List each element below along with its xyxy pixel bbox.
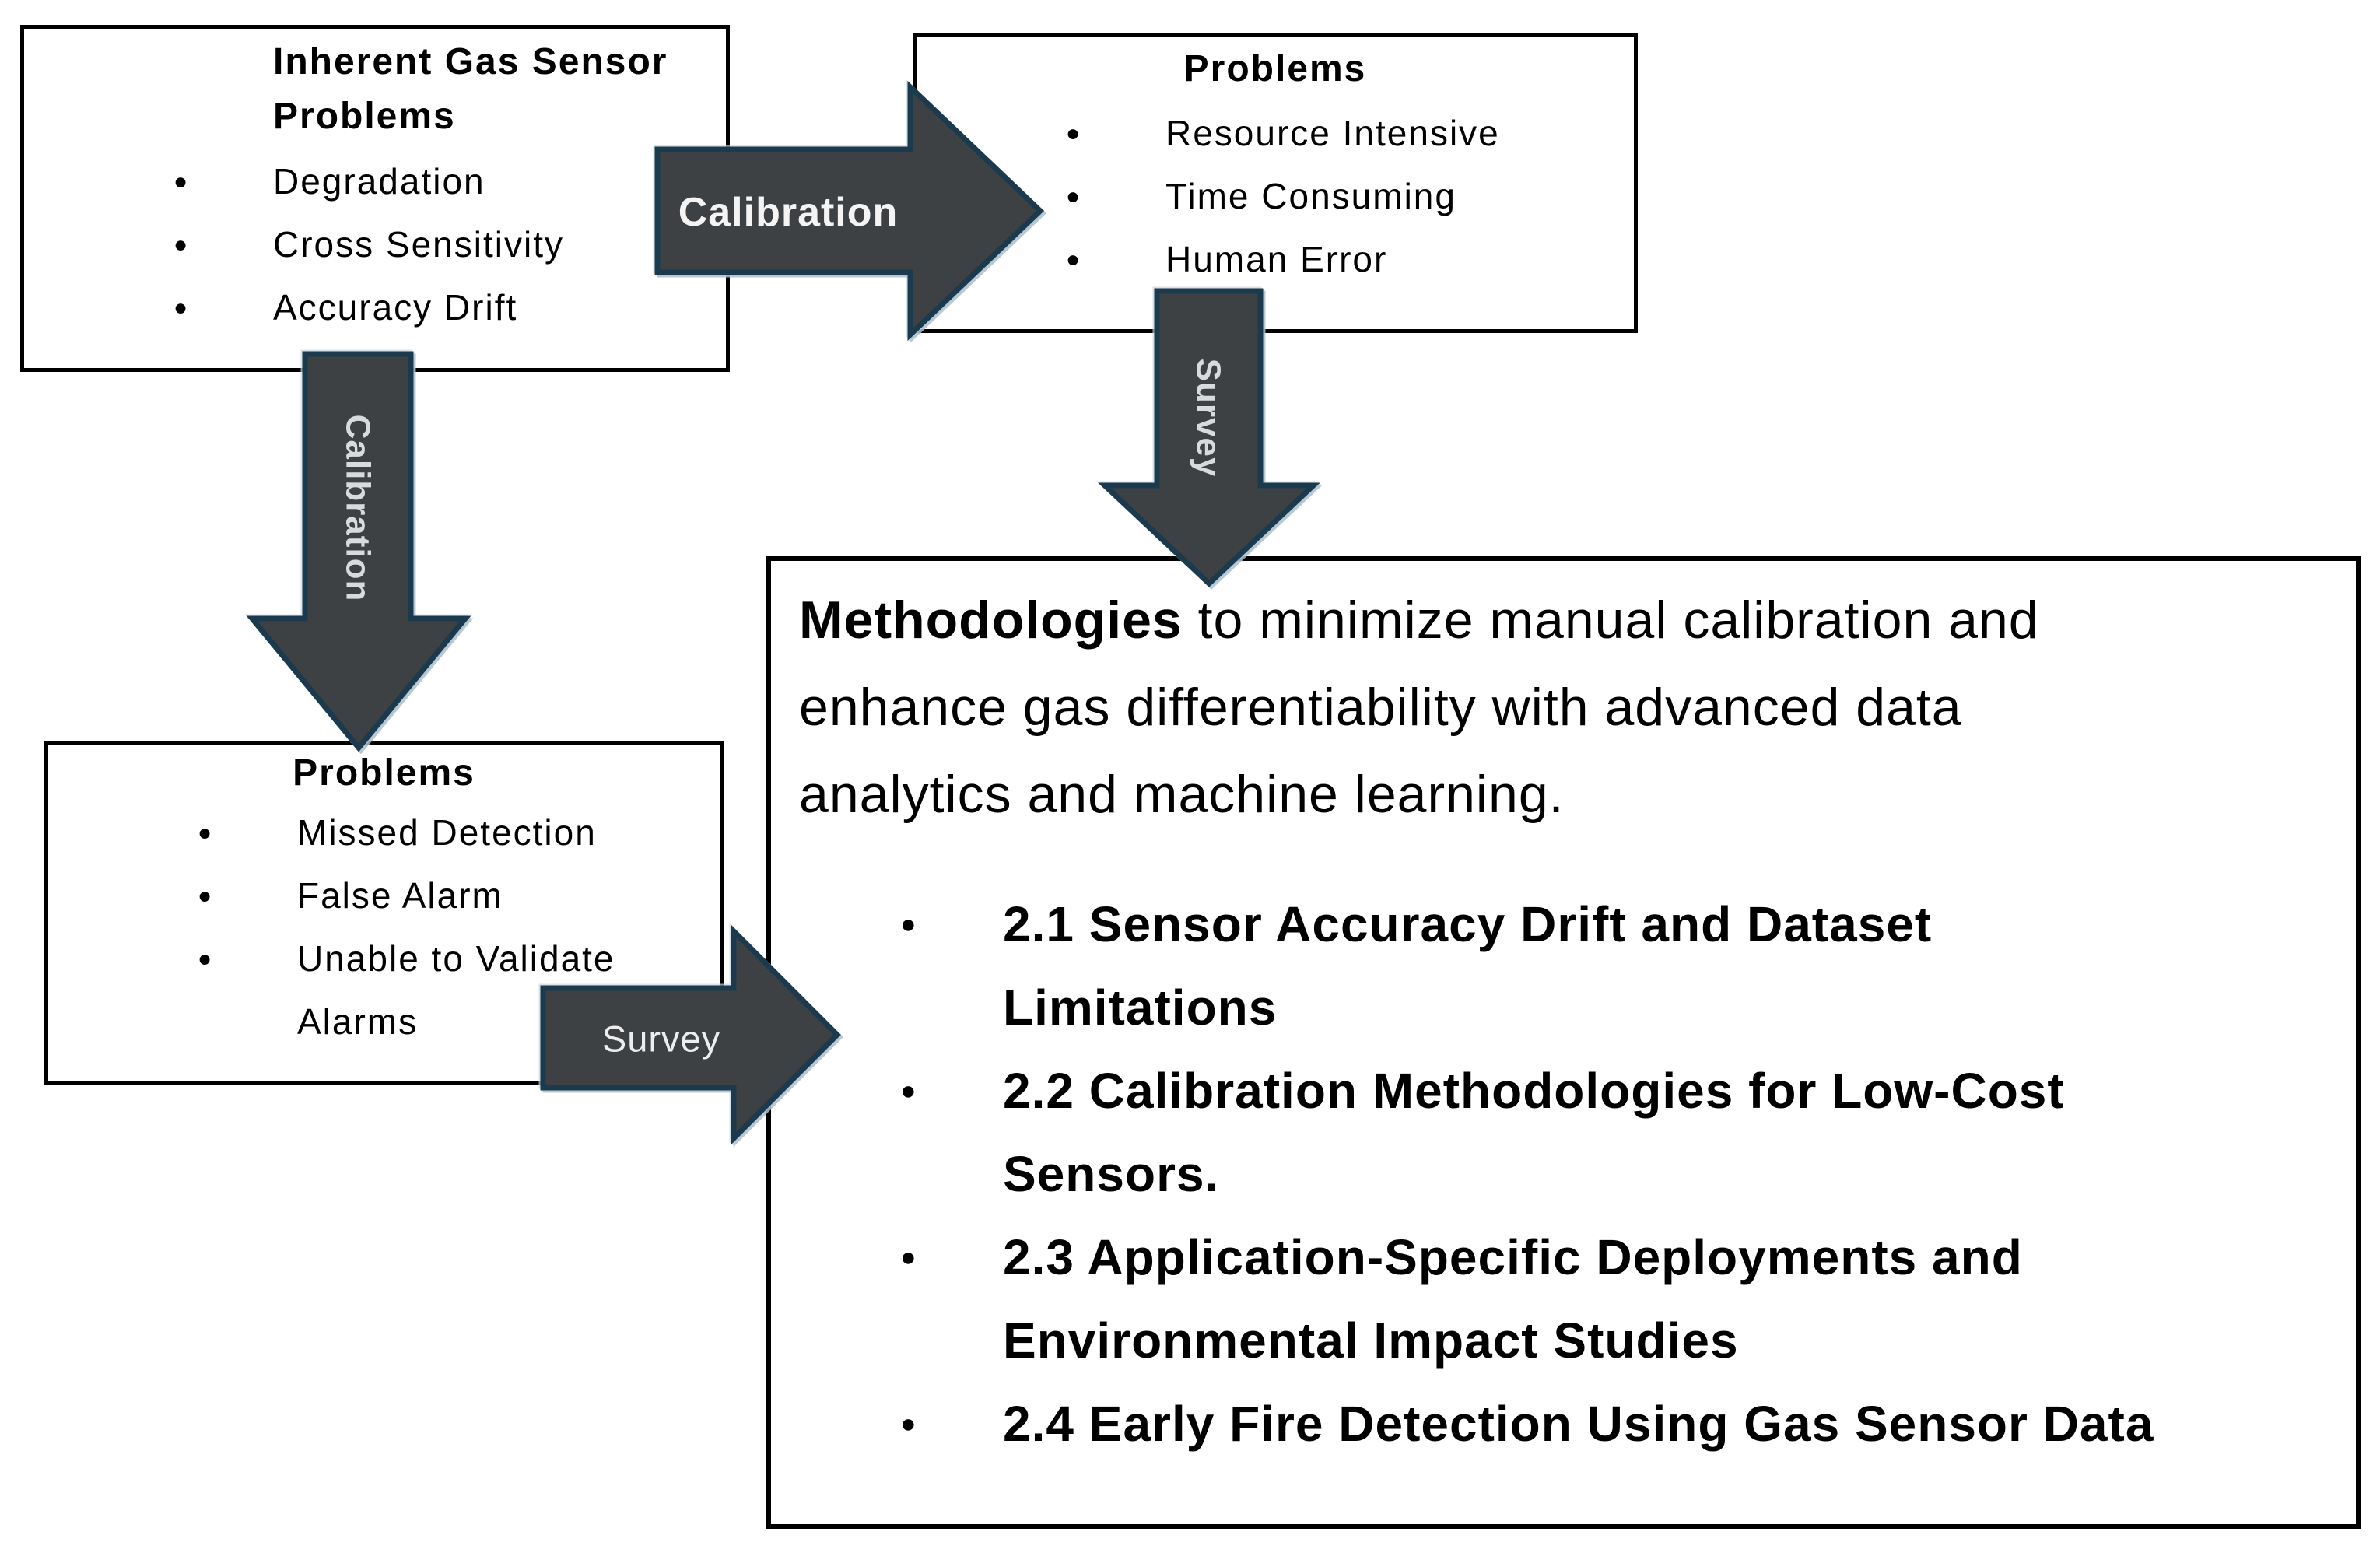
arrow-shape <box>246 351 471 752</box>
box-inherent-gas-sensor-problems: Inherent Gas Sensor Problems ● Degradati… <box>20 25 730 372</box>
list-item: ● Unable to Validate Alarms <box>48 927 720 1053</box>
box-methodologies: Methodologies to minimize manual calibra… <box>766 556 2361 1529</box>
list-item-text: Time Consuming <box>1165 176 1456 216</box>
bullet-icon: ● <box>198 883 214 909</box>
intro-line: enhance gas differentiability with advan… <box>799 678 1962 737</box>
bullet-list: ● Degradation ● Cross Sensitivity ● Accu… <box>24 150 726 339</box>
arrow-shape <box>540 924 841 1145</box>
list-item-text: Cross Sensitivity <box>273 224 564 265</box>
arrow-shape <box>654 80 1045 342</box>
list-item: ● Cross Sensitivity <box>24 213 726 276</box>
list-item-text: 2.3 Application-Specific Deployments and <box>1003 1229 2023 1285</box>
box-title-line: Problems <box>1183 48 1367 89</box>
box-calibration-problems: Problems ● Resource Intensive ● Time Con… <box>913 33 1638 333</box>
list-item-text: Sensors. <box>1003 1146 1220 1202</box>
list-item: ● Resource Intensive <box>917 102 1634 165</box>
list-item-text: Degradation <box>273 161 485 202</box>
intro-line: Methodologies to minimize manual calibra… <box>799 576 2334 664</box>
bullet-list: ● 2.1 Sensor Accuracy Drift and Dataset … <box>799 883 2334 1466</box>
bullet-icon: ● <box>198 946 214 972</box>
bullet-list: ● Missed Detection ● False Alarm ● Unabl… <box>48 801 720 1053</box>
bullet-icon: ● <box>198 820 214 846</box>
box-title-line: Problems <box>273 96 456 137</box>
list-item-text: 2.4 Early Fire Detection Using Gas Senso… <box>1003 1396 2154 1452</box>
bullet-icon: ● <box>900 1076 917 1106</box>
survey-down-arrow: Survey <box>1098 288 1320 587</box>
bullet-icon: ● <box>174 169 190 195</box>
list-item-text: False Alarm <box>297 875 503 916</box>
list-item: ● 2.3 Application-Specific Deployments a… <box>799 1216 2334 1383</box>
list-item-text: Missed Detection <box>297 812 597 853</box>
arrow-label: Calibration <box>678 190 899 235</box>
list-item-text: Accuracy Drift <box>273 287 518 328</box>
box-title: Problems <box>48 750 720 797</box>
list-item-text: Resource Intensive <box>1165 113 1500 153</box>
bullet-icon: ● <box>1066 247 1082 272</box>
list-item: ● Time Consuming <box>917 165 1634 228</box>
list-item: ● Accuracy Drift <box>24 276 726 339</box>
intro-line: analytics and machine learning. <box>799 765 1565 824</box>
list-item: ● Degradation <box>24 150 726 213</box>
bullet-icon: ● <box>1066 184 1082 209</box>
arrow-label: Survey <box>1190 359 1228 478</box>
list-item-text: Alarms <box>297 1001 419 1042</box>
survey-right-arrow: Survey <box>540 924 841 1145</box>
list-item: ● False Alarm <box>48 864 720 927</box>
box-title-line: Problems <box>293 752 475 794</box>
box-title: Problems <box>917 46 1634 93</box>
list-item: ● 2.4 Early Fire Detection Using Gas Sen… <box>799 1383 2334 1466</box>
list-item: ● Missed Detection <box>48 801 720 864</box>
intro-bold-word: Methodologies <box>799 591 1183 650</box>
bullet-list: ● Resource Intensive ● Time Consuming ● … <box>917 102 1634 291</box>
list-item: ● Human Error <box>917 228 1634 291</box>
arrow-shape <box>1098 288 1320 587</box>
intro-text: to minimize manual calibration and <box>1182 591 2039 650</box>
list-item: ● 2.1 Sensor Accuracy Drift and Dataset … <box>799 883 2334 1050</box>
list-item-text: Environmental Impact Studies <box>1003 1312 1739 1369</box>
bullet-icon: ● <box>1066 121 1082 146</box>
box-title: Inherent Gas Sensor Problems <box>273 35 726 144</box>
bullet-icon: ● <box>174 295 190 321</box>
methodologies-intro: Methodologies to minimize manual calibra… <box>799 576 2334 838</box>
bullet-icon: ● <box>174 232 190 258</box>
calibration-down-arrow: Calibration <box>246 351 471 752</box>
arrow-label: Survey <box>602 1018 720 1060</box>
list-item-text: Human Error <box>1165 239 1388 279</box>
bullet-icon: ● <box>900 909 917 939</box>
list-item-text: Limitations <box>1003 980 1278 1036</box>
list-item-text: 2.1 Sensor Accuracy Drift and Dataset <box>1003 896 1933 952</box>
list-item-text: Unable to Validate <box>297 938 615 979</box>
arrow-label: Calibration <box>339 415 377 602</box>
calibration-right-arrow: Calibration <box>654 80 1045 342</box>
bullet-icon: ● <box>900 1242 917 1272</box>
list-item-text: 2.2 Calibration Methodologies for Low-Co… <box>1003 1063 2065 1119</box>
list-item: ● 2.2 Calibration Methodologies for Low-… <box>799 1050 2334 1216</box>
bullet-icon: ● <box>900 1409 917 1439</box>
box-title-line: Inherent Gas Sensor <box>273 41 668 82</box>
